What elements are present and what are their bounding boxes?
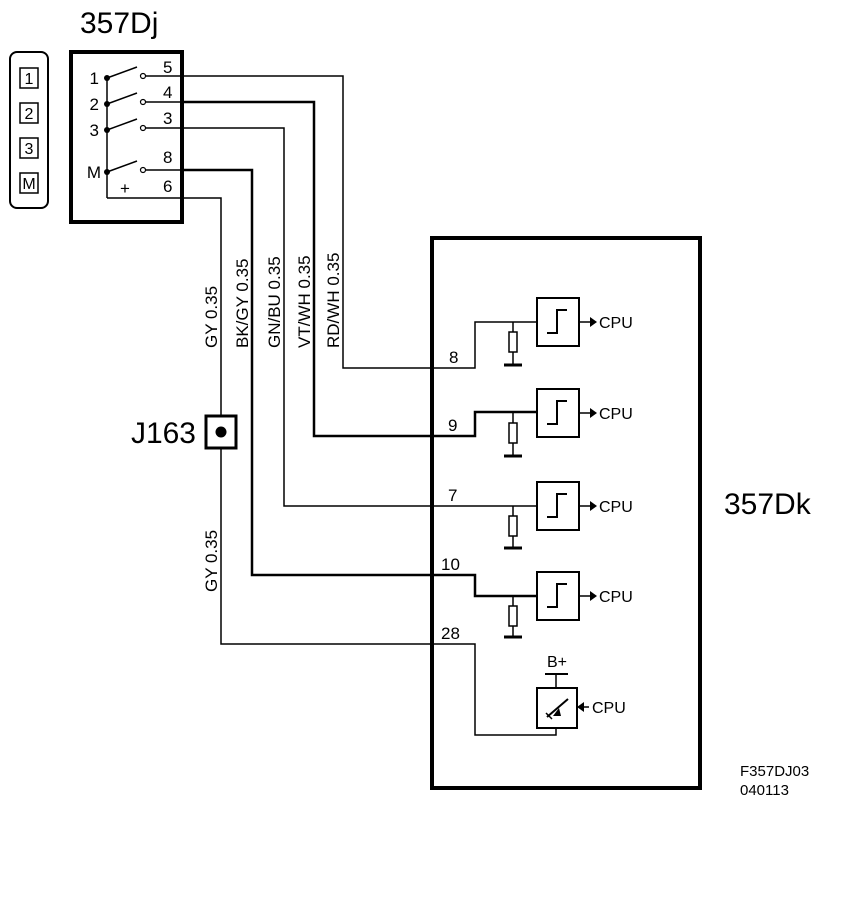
pin-label: 6 — [163, 177, 172, 196]
input-stage: CPU — [504, 571, 633, 639]
wire-bk-gy — [182, 168, 537, 598]
module-pin-label: 28 — [441, 624, 460, 643]
wire-gy — [182, 197, 557, 736]
pin-label: 2 — [90, 95, 99, 114]
figure-id: F357DJ03 — [740, 763, 809, 780]
supply-label: B+ — [547, 654, 567, 671]
connector-j163: J163 — [131, 414, 238, 450]
switch-label: 357Dj — [80, 7, 158, 40]
input-stage: CPU — [504, 481, 633, 550]
cpu-label: CPU — [599, 315, 633, 332]
legend-item: 1 — [19, 67, 39, 89]
cpu-label: CPU — [599, 589, 633, 606]
cpu-label: CPU — [599, 499, 633, 516]
output-driver: B+ CPU — [536, 654, 626, 729]
switch-contact: 2 4 — [90, 83, 182, 114]
switch-contact: 1 5 — [90, 58, 182, 88]
wire-label-rd-wh: RD/WH 0.35 — [324, 253, 343, 348]
wire-vt-wh — [182, 100, 537, 438]
wire-gn-bu — [182, 127, 537, 507]
module-pin-label: 9 — [448, 416, 457, 435]
cpu-label: CPU — [592, 700, 626, 717]
switch-contact: M 8 — [87, 148, 182, 182]
position-legend: 1 2 3 M — [9, 51, 49, 209]
input-stage: CPU — [504, 297, 633, 367]
legend-item: M — [19, 172, 39, 194]
legend-item: 3 — [19, 137, 39, 159]
figure-date: 040113 — [740, 782, 789, 799]
cpu-label: CPU — [599, 406, 633, 423]
wire-label-gn-bu: GN/BU 0.35 — [265, 256, 284, 348]
connector-label: J163 — [131, 417, 196, 450]
pin-label: M — [87, 163, 101, 182]
wire-label-vt-wh: VT/WH 0.35 — [295, 255, 314, 348]
legend-label: 1 — [25, 71, 34, 88]
pin-label: 5 — [163, 58, 172, 77]
module-pin-label: 7 — [448, 486, 457, 505]
legend-label: 2 — [25, 106, 34, 123]
plus-label: + — [120, 179, 130, 198]
switch-contact: 3 3 — [90, 109, 182, 140]
wire-rd-wh — [182, 75, 537, 369]
pin-label: 4 — [163, 83, 172, 102]
wire-label-gy-lower: GY 0.35 — [202, 530, 221, 592]
legend-label: 3 — [25, 141, 34, 158]
pin-label: 3 — [163, 109, 172, 128]
wire-label-bk-gy: BK/GY 0.35 — [233, 259, 252, 348]
module-pin-label: 10 — [441, 555, 460, 574]
wire-label-gy: GY 0.35 — [202, 286, 221, 348]
legend-label: M — [22, 176, 35, 193]
module-pin-label: 8 — [449, 348, 458, 367]
pin-label: 1 — [90, 69, 99, 88]
module-label: 357Dk — [724, 488, 812, 521]
input-stage: CPU — [504, 388, 633, 458]
legend-item: 2 — [19, 102, 39, 124]
pin-label: 3 — [90, 121, 99, 140]
switch-357dj: 357Dj 1 5 2 4 3 3 — [69, 7, 184, 224]
module-357dk: 357Dk — [430, 236, 812, 790]
pin-label: 8 — [163, 148, 172, 167]
